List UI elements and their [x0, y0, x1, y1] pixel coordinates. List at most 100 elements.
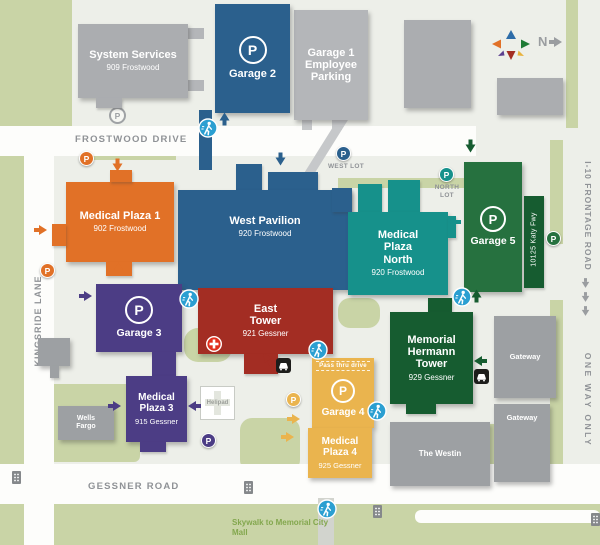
pedestrian-crossing-icon	[198, 118, 218, 138]
building-name: The Westin	[418, 448, 462, 458]
left-arrow-icon	[474, 356, 487, 366]
parking-icon: P	[238, 36, 267, 65]
pedestrian-crossing-icon	[367, 401, 387, 421]
building-medical-plaza-north: Medical Plaza North 920 Frostwood	[348, 212, 448, 295]
building-medical-plaza1-wing	[52, 224, 66, 246]
building-name: Gateway	[506, 413, 538, 422]
building-name: Garage 1 Employee Parking	[305, 46, 357, 84]
building-garage3: P Garage 3	[96, 284, 182, 352]
right-arrow-icon	[34, 225, 47, 235]
parking-icon: P	[480, 206, 506, 233]
building-address: 929 Gessner	[408, 372, 455, 382]
road-side-street	[415, 510, 600, 523]
building-gateway-north: Gateway	[494, 316, 556, 398]
landscape-area	[0, 0, 72, 128]
building-name: Garage 2	[228, 68, 277, 81]
road-frostwood-drive	[0, 126, 476, 156]
building-name: System Services	[89, 48, 177, 61]
parking-icon: P	[40, 263, 55, 278]
building-mh-tower-wing	[406, 404, 436, 414]
down-arrow-icon	[581, 292, 590, 302]
building-connector	[332, 120, 342, 130]
down-arrow-icon	[581, 306, 590, 316]
traffic-signal-icon	[591, 513, 600, 526]
parking-icon: P	[546, 231, 561, 246]
building-name: Garage 5	[470, 235, 516, 248]
building-address: 925 Gessner	[318, 460, 362, 470]
traffic-signal-icon	[373, 505, 382, 518]
building-medical-plaza3-wing	[140, 442, 166, 452]
building-wells-fargo: Wells Fargo	[58, 406, 114, 440]
landscape-area	[240, 418, 300, 472]
north-lot-label: NORTH LOT	[434, 184, 460, 200]
left-arrow-icon	[448, 217, 461, 227]
parking-icon: P	[109, 107, 126, 124]
building-mh-tower-wing	[428, 298, 452, 312]
building-address: 921 Gessner	[242, 329, 289, 339]
building-system-services: System Services 909 Frostwood	[78, 24, 188, 98]
building-garage3-stem	[152, 352, 176, 378]
building-west-pavilion: West Pavilion 920 Frostwood	[178, 190, 352, 290]
building-address: 909 Frostwood	[106, 63, 160, 73]
building-connector	[302, 120, 312, 130]
building-unlabeled	[497, 78, 563, 115]
helipad: Helipad	[200, 386, 235, 420]
pedestrian-crossing-icon	[317, 499, 337, 519]
building-gateway-south: Gateway	[494, 404, 550, 482]
parking-icon: P	[286, 392, 301, 407]
up-arrow-icon	[113, 262, 124, 276]
parking-icon: P	[331, 379, 355, 404]
building-connector	[188, 28, 204, 39]
left-arrow-icon	[188, 401, 201, 411]
building-unlabeled	[404, 20, 471, 108]
road-label-frontage: I-10 FRONTAGE ROAD	[583, 161, 593, 271]
building-system-services-wing	[96, 98, 122, 108]
building-name: Medical Plaza 3	[138, 392, 175, 415]
parking-icon: P	[125, 296, 153, 325]
north-label: N	[538, 34, 548, 49]
building-name: Medical Plaza 4	[321, 436, 359, 459]
building-memorial-hermann-tower: Memorial Hermann Tower 929 Gessner	[390, 312, 473, 404]
shuttle-icon	[474, 369, 489, 384]
building-name: West Pavilion	[229, 214, 301, 227]
parking-icon: P	[79, 151, 94, 166]
west-lot-label: WEST LOT	[328, 163, 364, 170]
up-arrow-icon	[471, 289, 482, 303]
traffic-signal-icon	[12, 471, 21, 484]
building-name: Medical Plaza 1	[79, 209, 161, 222]
right-arrow-icon	[108, 401, 121, 411]
right-arrow-icon	[287, 414, 300, 424]
building-east-tower-wing	[244, 354, 278, 374]
skywalk-label: Skywalk to Memorial City Mall	[232, 518, 329, 538]
building-address: 920 Frostwood	[238, 229, 292, 239]
building-garage4: Pass thru drive P Garage 4	[312, 358, 374, 428]
building-the-westin: The Westin	[390, 422, 490, 486]
right-arrow-icon	[79, 291, 92, 301]
shuttle-icon	[276, 358, 291, 373]
building-address: 915 Gessner	[135, 416, 178, 426]
building-medical-plaza1-wing	[110, 170, 132, 182]
pedestrian-crossing-icon	[452, 287, 472, 307]
building-name: Garage 4	[321, 407, 365, 419]
road-label-one-way: ONE WAY ONLY	[583, 352, 593, 448]
parking-icon: P	[336, 146, 351, 161]
right-arrow-icon	[281, 432, 294, 442]
traffic-signal-icon	[244, 481, 253, 494]
parking-icon: P	[201, 433, 216, 448]
garage5-address-label: 10125 Katy Fwy	[530, 212, 538, 267]
down-arrow-icon	[581, 278, 590, 288]
building-west-pavilion-wing	[268, 172, 318, 194]
building-address: 902 Frostwood	[93, 224, 147, 234]
compass-rose-icon	[488, 28, 534, 62]
north-arrow-icon	[549, 36, 563, 47]
landscape-area	[338, 298, 380, 328]
landscape-area	[550, 140, 563, 244]
parking-icon: P	[439, 167, 454, 182]
helipad-cross-icon	[205, 399, 230, 406]
building-medical-plaza-north-wing	[448, 216, 456, 238]
building-name: East Tower	[249, 302, 282, 328]
up-arrow-icon	[219, 112, 230, 126]
emergency-entrance-icon	[205, 335, 223, 353]
road-label-gessner: GESSNER ROAD	[88, 481, 180, 492]
